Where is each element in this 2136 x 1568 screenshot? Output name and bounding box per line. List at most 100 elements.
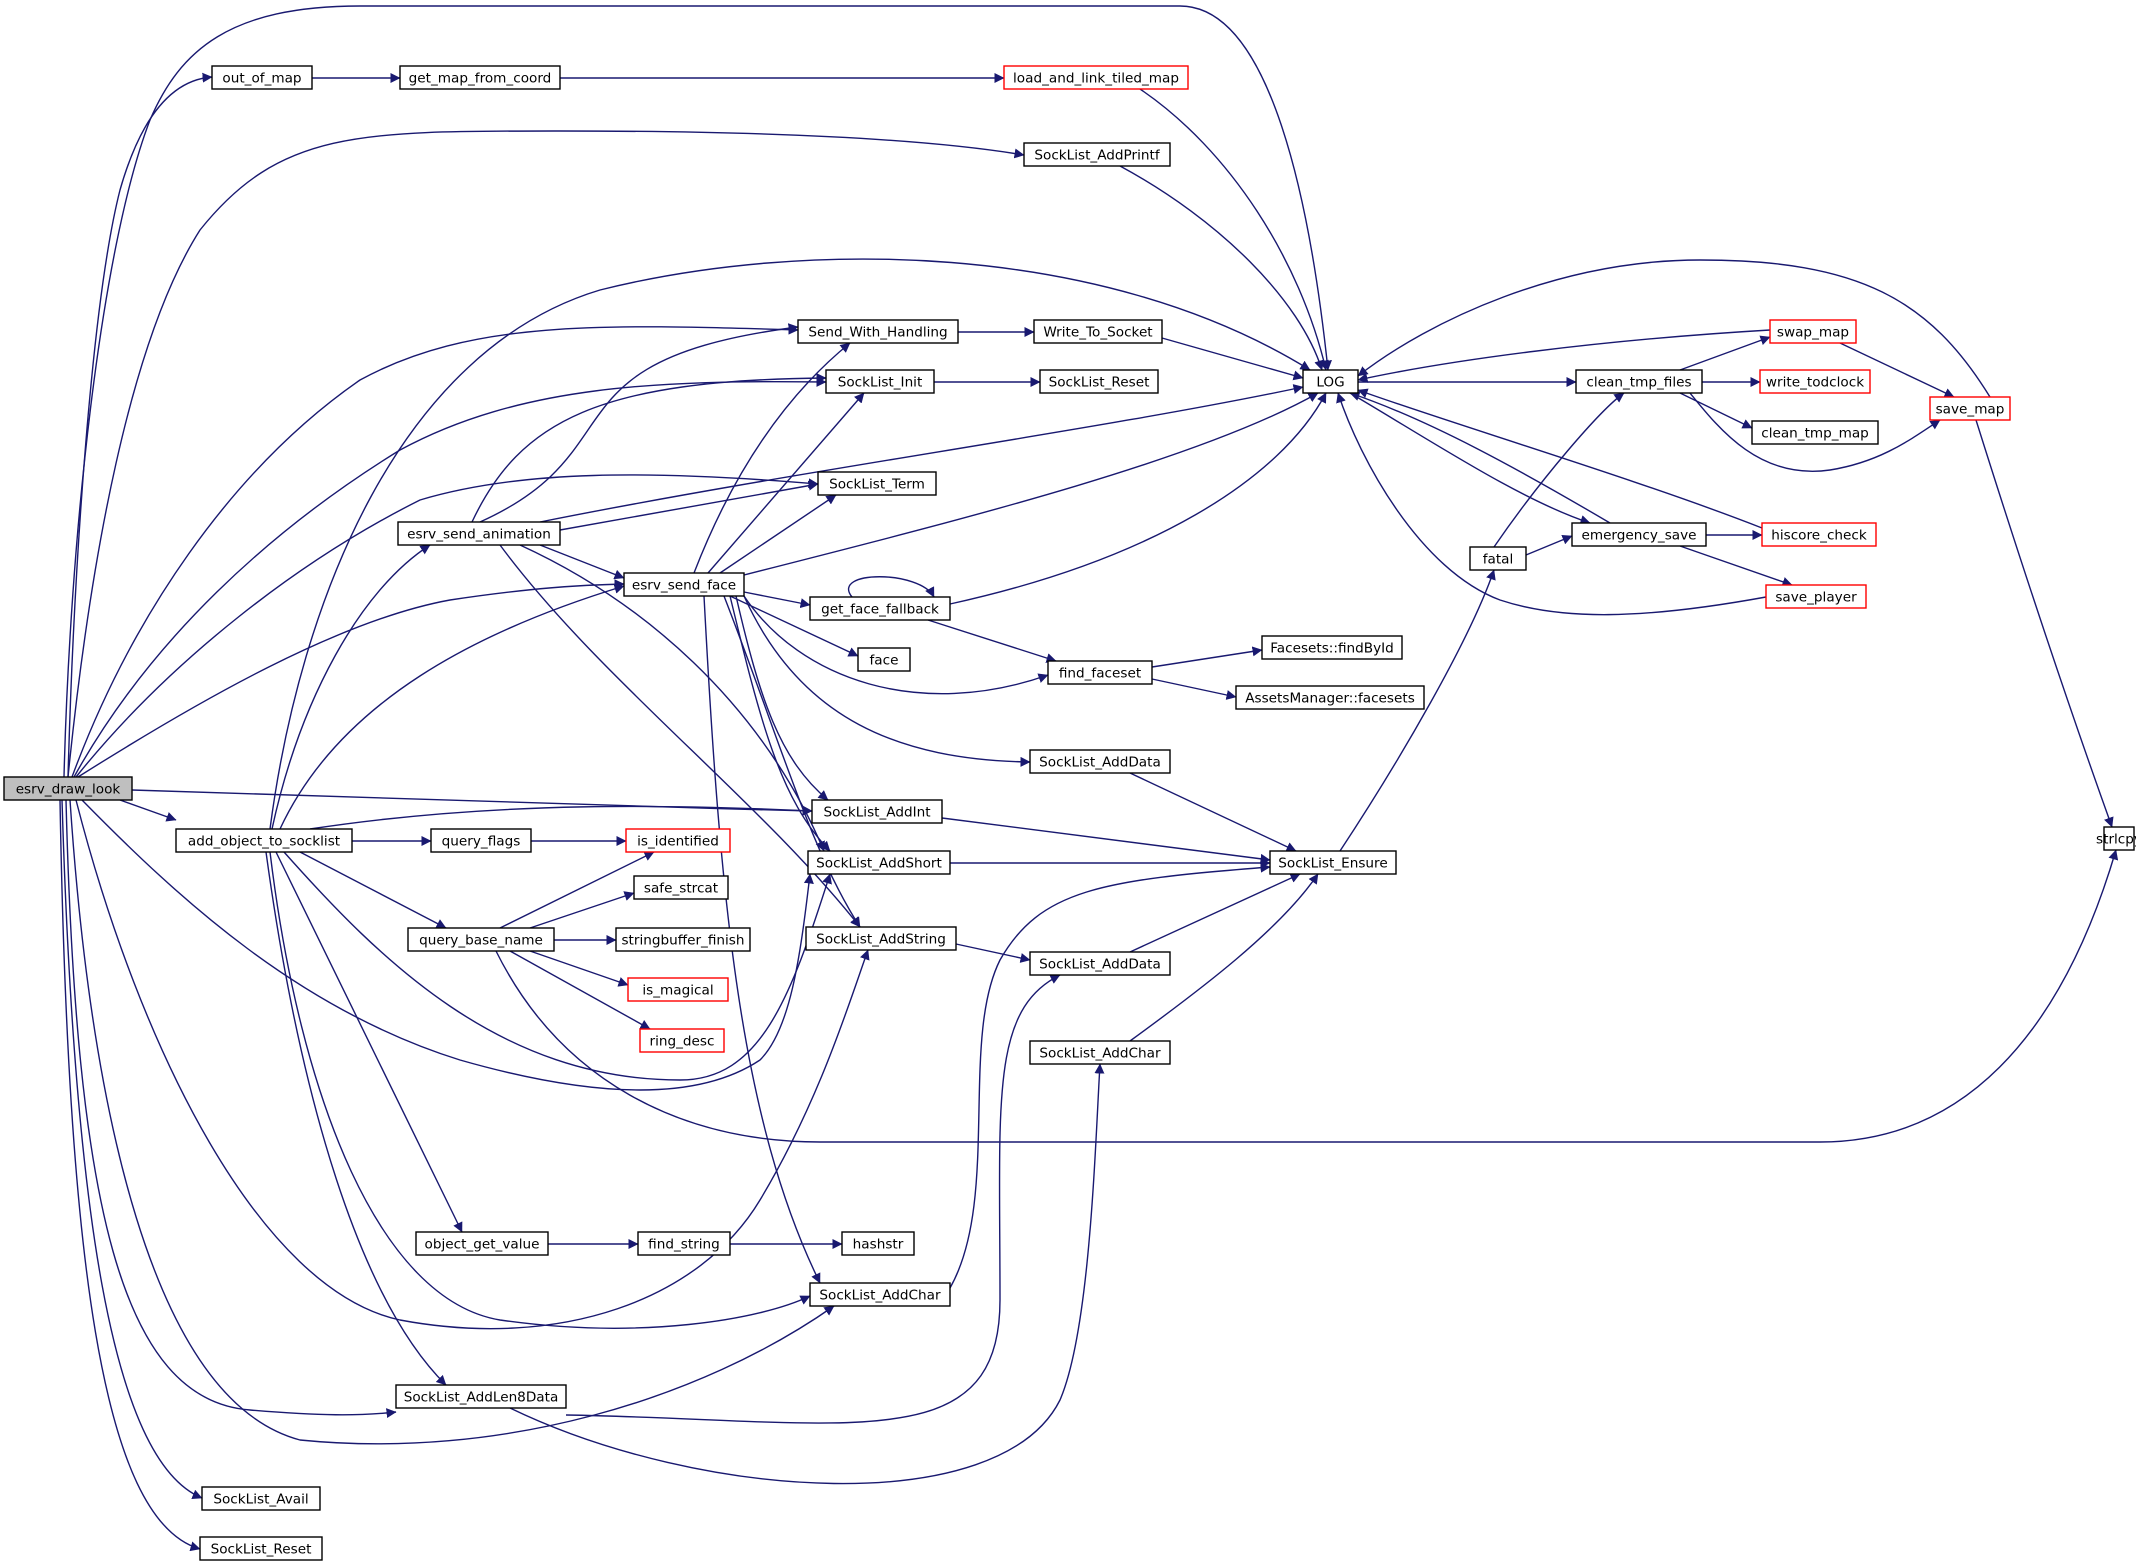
- node-label: get_face_fallback: [821, 602, 939, 618]
- node-box: [175, 828, 353, 853]
- node-save_map[interactable]: save_map: [1929, 396, 2011, 421]
- edge-path: [1525, 535, 1573, 556]
- node-is_magical[interactable]: is_magical: [627, 977, 729, 1002]
- node-box: [397, 521, 561, 546]
- node-load_and_link_tiled_map[interactable]: load_and_link_tiled_map: [1003, 65, 1189, 90]
- node-hiscore_check[interactable]: hiscore_check: [1761, 522, 1877, 547]
- node-label: SockList_Reset: [211, 1542, 312, 1558]
- edge-path: [1689, 392, 1941, 472]
- node-add_object_to_socklist[interactable]: add_object_to_socklist: [175, 828, 353, 853]
- node-label: get_map_from_coord: [409, 71, 552, 87]
- node-find_string[interactable]: find_string: [637, 1231, 731, 1256]
- node-box: [805, 926, 957, 951]
- node-label: SockList_AddShort: [816, 856, 942, 872]
- edge-esrv_draw_look-to-LOG: [63, 5, 1332, 778]
- node-emergency_save[interactable]: emergency_save: [1571, 522, 1707, 547]
- node-write_todclock[interactable]: write_todclock: [1759, 369, 1871, 394]
- node-out_of_map[interactable]: out_of_map: [211, 65, 313, 90]
- edge-path: [265, 851, 447, 1386]
- edge-path: [271, 544, 431, 830]
- edge-clean_tmp_files-to-save_map: [1689, 392, 1941, 472]
- node-box: [817, 471, 937, 496]
- edge-path: [941, 817, 1271, 864]
- edge-path: [1975, 419, 2114, 828]
- node-label: SockList_Ensure: [1278, 856, 1387, 872]
- node-is_identified[interactable]: is_identified: [625, 828, 731, 853]
- edge-esrv_draw_look-to-SockList_AddInt: [131, 789, 813, 816]
- node-SockList_AddInt[interactable]: SockList_AddInt: [811, 799, 943, 824]
- edge-path: [1129, 772, 1297, 852]
- node-SockList_Reset_2[interactable]: SockList_Reset: [199, 1536, 323, 1561]
- edge-SockList_AddPrintf-to-LOG: [1119, 165, 1324, 371]
- node-Write_To_Socket[interactable]: Write_To_Socket: [1033, 319, 1163, 344]
- node-SockList_Reset_1[interactable]: SockList_Reset: [1039, 369, 1159, 394]
- node-face[interactable]: face: [857, 647, 911, 672]
- node-strlcpy[interactable]: strlcpy: [2096, 826, 2136, 851]
- node-AssetsManager_facesets[interactable]: AssetsManager::facesets: [1235, 685, 1425, 710]
- node-swap_map[interactable]: swap_map: [1769, 319, 1857, 344]
- edge-path: [75, 799, 870, 1330]
- node-SockList_AddLen8Data[interactable]: SockList_AddLen8Data: [395, 1384, 567, 1409]
- node-Facesets_findById[interactable]: Facesets::findById: [1261, 635, 1403, 660]
- node-esrv_draw_look[interactable]: esrv_draw_look: [3, 776, 133, 801]
- edge-path: [743, 392, 1319, 576]
- node-SockList_AddData_1[interactable]: SockList_AddData: [1029, 749, 1171, 774]
- edge-path: [707, 392, 865, 574]
- node-query_base_name[interactable]: query_base_name: [407, 927, 555, 952]
- node-SockList_Avail[interactable]: SockList_Avail: [201, 1486, 321, 1511]
- edge-path: [529, 950, 629, 987]
- node-clean_tmp_map[interactable]: clean_tmp_map: [1751, 420, 1879, 445]
- node-SockList_AddString[interactable]: SockList_AddString: [805, 926, 957, 951]
- node-get_face_fallback[interactable]: get_face_fallback: [809, 596, 951, 621]
- edge-path: [1349, 392, 1591, 525]
- edge-path: [1129, 873, 1319, 1042]
- node-label: Write_To_Socket: [1043, 325, 1152, 341]
- edge-path: [1151, 646, 1263, 668]
- node-SockList_AddChar_1[interactable]: SockList_AddChar: [1029, 1040, 1171, 1065]
- node-SockList_Ensure[interactable]: SockList_Ensure: [1269, 850, 1397, 875]
- node-fatal[interactable]: fatal: [1469, 546, 1527, 571]
- node-object_get_value[interactable]: object_get_value: [415, 1231, 549, 1256]
- node-esrv_send_face[interactable]: esrv_send_face: [623, 572, 745, 597]
- node-label: find_string: [648, 1237, 720, 1253]
- edge-path: [1161, 337, 1304, 381]
- node-label: LOG: [1316, 375, 1344, 391]
- edge-path: [743, 595, 1031, 767]
- edge-path: [269, 258, 1311, 830]
- edge-path: [723, 595, 861, 928]
- node-label: SockList_AddChar: [819, 1288, 941, 1304]
- node-SockList_AddShort[interactable]: SockList_AddShort: [807, 850, 951, 875]
- edge-path: [559, 480, 819, 531]
- node-clean_tmp_files[interactable]: clean_tmp_files: [1575, 369, 1703, 394]
- node-query_flags[interactable]: query_flags: [430, 828, 532, 853]
- node-stringbuffer_finish[interactable]: stringbuffer_finish: [615, 927, 751, 952]
- node-box: [395, 1384, 567, 1409]
- node-SockList_AddPrintf[interactable]: SockList_AddPrintf: [1023, 142, 1171, 167]
- node-safe_strcat[interactable]: safe_strcat: [633, 875, 729, 900]
- edge-SockList_AddInt-to-SockList_Ensure: [941, 817, 1271, 864]
- edge-path: [499, 851, 655, 929]
- node-label: hiscore_check: [1771, 528, 1867, 544]
- edge-esrv_send_face-to-get_face_fallback: [743, 591, 811, 609]
- node-save_player[interactable]: save_player: [1765, 584, 1867, 609]
- node-box: [1759, 369, 1871, 394]
- node-get_map_from_coord[interactable]: get_map_from_coord: [399, 65, 561, 90]
- node-ring_desc[interactable]: ring_desc: [639, 1028, 725, 1053]
- node-SockList_AddChar_2[interactable]: SockList_AddChar: [809, 1282, 951, 1307]
- node-SockList_Term[interactable]: SockList_Term: [817, 471, 937, 496]
- node-LOG[interactable]: LOG: [1302, 369, 1359, 394]
- edge-path: [743, 595, 1049, 695]
- node-SockList_Init[interactable]: SockList_Init: [825, 369, 935, 394]
- node-esrv_send_animation[interactable]: esrv_send_animation: [397, 521, 561, 546]
- edge-esrv_draw_look-to-SockList_AddShort: [81, 799, 814, 1091]
- node-find_faceset[interactable]: find_faceset: [1047, 660, 1153, 685]
- node-label: clean_tmp_files: [1586, 375, 1691, 391]
- node-box: [1751, 420, 1879, 445]
- node-hashstr[interactable]: hashstr: [841, 1231, 915, 1256]
- node-label: SockList_AddPrintf: [1034, 148, 1160, 164]
- node-SockList_AddData_2[interactable]: SockList_AddData: [1029, 951, 1171, 976]
- node-Send_With_Handling[interactable]: Send_With_Handling: [797, 319, 959, 344]
- edge-esrv_send_face-to-SockList_AddString: [723, 595, 861, 928]
- edge-path: [949, 862, 1271, 1289]
- edge-path: [693, 342, 851, 574]
